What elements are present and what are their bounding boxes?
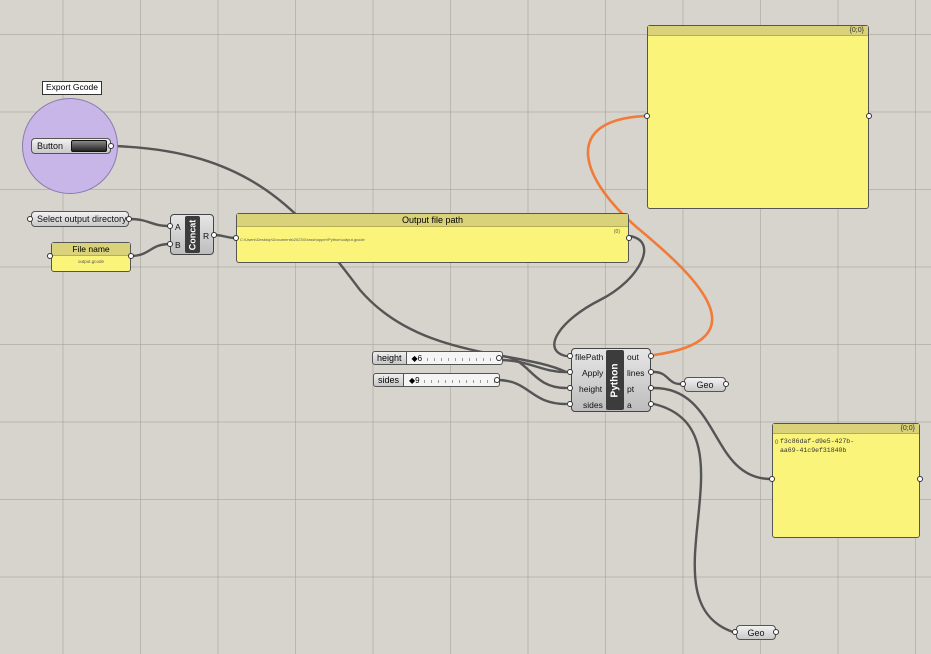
python-input-sides-grip[interactable]	[567, 401, 573, 407]
directory-input-grip[interactable]	[27, 216, 33, 222]
a-panel[interactable]: {0;0} 0 f3c86daf-d9e5-427b- aa69-41c9ef3…	[772, 423, 920, 538]
geo-param-lines-label: Geo	[696, 379, 714, 390]
file-name-title: File name	[52, 243, 130, 256]
concat-component[interactable]: A B Concat R	[170, 214, 214, 255]
concat-name: Concat	[187, 219, 198, 250]
out-panel-output-grip[interactable]	[866, 113, 872, 119]
height-slider-output-grip[interactable]	[496, 355, 502, 361]
height-slider-value: ◆6	[411, 353, 423, 363]
output-path-output-grip[interactable]	[626, 235, 632, 241]
sides-slider-value: ◆9	[409, 375, 420, 385]
python-input-height: height	[579, 384, 603, 394]
file-name-panel[interactable]: File name output.gcode	[51, 242, 131, 272]
sides-slider[interactable]: sides ◆9	[373, 373, 501, 387]
sides-slider-output-grip[interactable]	[494, 377, 500, 383]
button-output-grip[interactable]	[108, 143, 114, 149]
height-slider[interactable]: height ◆6	[372, 351, 503, 365]
export-button[interactable]: Button	[31, 138, 111, 154]
out-panel-input-grip[interactable]	[644, 113, 650, 119]
concat-title-bar: Concat	[185, 216, 200, 253]
geo-param-a[interactable]: Geo	[736, 625, 776, 640]
output-path-value: C:\Users\Desktop\Documents\2023\Grasshop…	[240, 237, 365, 242]
button-label: Button	[37, 141, 64, 151]
geo-param-lines-input-grip[interactable]	[680, 381, 686, 387]
geo-param-lines-output-grip[interactable]	[723, 381, 729, 387]
file-name-input-grip[interactable]	[47, 253, 53, 259]
directory-output-grip[interactable]	[126, 216, 132, 222]
concat-input-a-grip[interactable]	[167, 223, 173, 229]
python-output-lines: lines	[627, 368, 645, 378]
button-group-title: Export Gcode	[42, 81, 102, 95]
python-input-apply: Apply	[582, 368, 604, 378]
python-component[interactable]: filePath Apply height sides Python out l…	[571, 348, 651, 412]
a-panel-index: 0	[775, 440, 779, 446]
python-output-lines-grip[interactable]	[648, 369, 654, 375]
python-output-a: a	[627, 400, 632, 410]
concat-output-grip[interactable]	[211, 232, 217, 238]
a-panel-input-grip[interactable]	[769, 476, 775, 482]
directory-label: Select output directory	[37, 214, 127, 224]
python-name: Python	[609, 363, 621, 397]
sides-slider-track[interactable]: ◆9	[404, 373, 501, 387]
concat-input-b: B	[175, 240, 181, 250]
geo-param-a-input-grip[interactable]	[732, 629, 738, 635]
python-output-out: out	[627, 352, 639, 362]
output-path-input-grip[interactable]	[233, 235, 239, 241]
sides-slider-label: sides	[373, 373, 405, 387]
python-output-out-grip[interactable]	[648, 353, 654, 359]
height-slider-track[interactable]: ◆6	[406, 351, 503, 365]
height-slider-label: height	[372, 351, 407, 365]
button-face[interactable]	[71, 140, 107, 152]
geo-param-a-output-grip[interactable]	[773, 629, 779, 635]
geo-param-a-label: Geo	[747, 627, 765, 638]
a-panel-path: {0;0}	[773, 424, 919, 434]
a-panel-output-grip[interactable]	[917, 476, 923, 482]
out-panel[interactable]: {0;0}	[647, 25, 869, 209]
a-panel-value: f3c86daf-d9e5-427b- aa69-41c9ef31840b	[780, 438, 855, 454]
geo-param-lines[interactable]: Geo	[684, 377, 726, 392]
python-input-filepath: filePath	[575, 352, 604, 362]
concat-input-b-grip[interactable]	[167, 241, 173, 247]
output-path-title: Output file path	[237, 214, 628, 227]
file-name-value: output.gcode	[77, 259, 105, 264]
python-input-filepath-grip[interactable]	[567, 353, 573, 359]
out-panel-path: {0;0}	[648, 26, 868, 36]
output-path-index: (0)	[613, 229, 620, 235]
file-name-output-grip[interactable]	[128, 253, 134, 259]
output-path-panel[interactable]: Output file path (0) C:\Users\Desktop\Do…	[236, 213, 629, 263]
python-output-a-grip[interactable]	[648, 401, 654, 407]
height-slider-ticks	[426, 358, 498, 361]
python-output-pt: pt	[627, 384, 635, 394]
concat-input-a: A	[175, 222, 181, 232]
python-output-pt-grip[interactable]	[648, 385, 654, 391]
concat-output-r: R	[203, 231, 210, 241]
directory-param[interactable]: Select output directory	[31, 211, 129, 227]
python-title-bar: Python	[606, 350, 624, 410]
sides-slider-ticks	[424, 380, 496, 383]
python-input-sides: sides	[583, 400, 603, 410]
python-input-height-grip[interactable]	[567, 385, 573, 391]
python-input-apply-grip[interactable]	[567, 369, 573, 375]
